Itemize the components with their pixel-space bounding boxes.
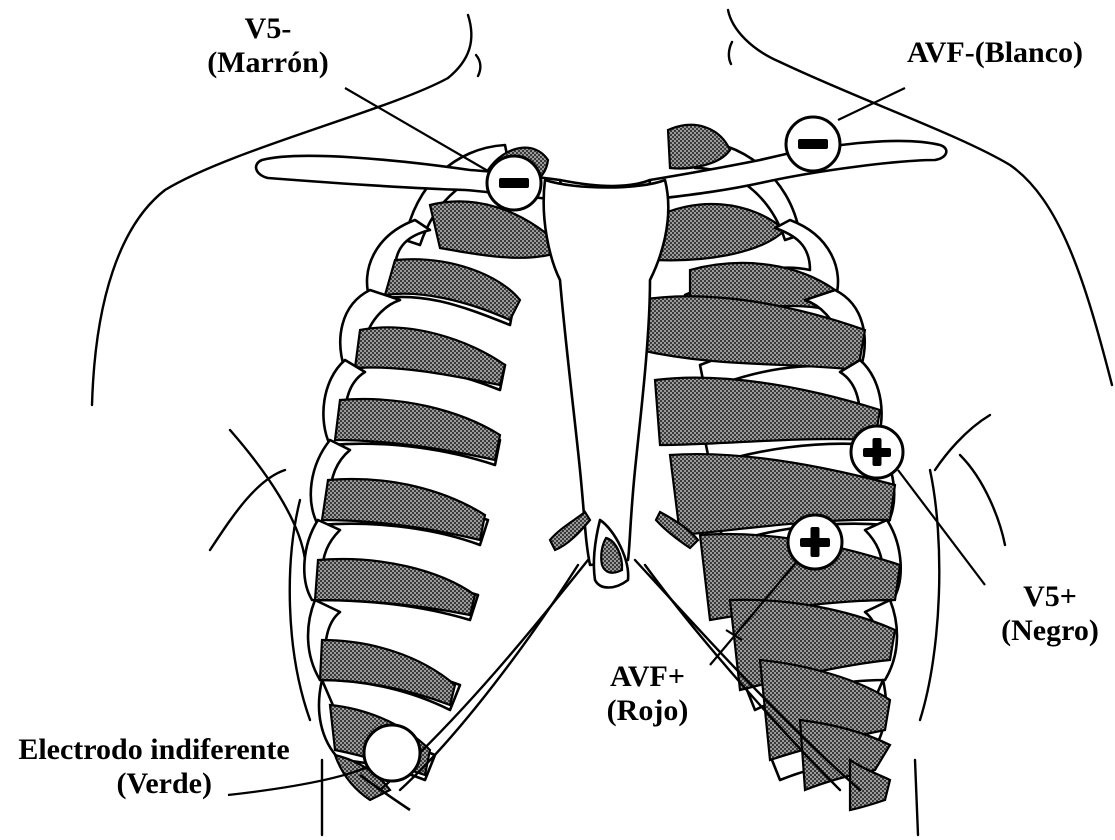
arm-right — [960, 455, 1005, 545]
arm-left — [210, 470, 285, 550]
label-v5-plus: V5+ (Negro) — [985, 580, 1115, 648]
label-v5-minus-color: (Marrón) — [198, 46, 338, 80]
leader-v5-plus — [898, 470, 985, 585]
costal-nub-left — [550, 512, 590, 550]
minus-icon — [499, 178, 529, 188]
label-v5-minus-name: V5- — [198, 12, 338, 46]
flank-right — [920, 470, 939, 720]
neck-left — [448, 15, 471, 78]
label-avf-minus-name: AVF-(Blanco) — [880, 36, 1110, 70]
electrode-indifferent — [364, 725, 420, 781]
electrode-v5-minus — [487, 156, 541, 210]
minus-icon — [798, 139, 828, 149]
label-v5-plus-name: V5+ — [985, 580, 1115, 614]
flank-left — [290, 500, 310, 720]
plus-icon-v — [873, 438, 882, 466]
label-v5-plus-color: (Negro) — [985, 614, 1115, 648]
label-v5-minus: V5- (Marrón) — [198, 12, 338, 80]
left-rib-cage — [304, 145, 565, 810]
electrode-avf-plus — [788, 515, 842, 569]
label-avf-minus: AVF-(Blanco) — [880, 36, 1110, 70]
neck-right-mark — [729, 42, 732, 64]
waist-right — [915, 760, 918, 835]
neck-right — [728, 10, 780, 62]
label-indifferent: Electrodo indiferente (Verde) — [4, 733, 304, 801]
electrode-avf-minus — [786, 117, 840, 171]
label-indifferent-color: (Verde) — [4, 767, 304, 801]
label-indifferent-name: Electrodo indiferente — [4, 733, 304, 767]
label-avf-plus-color: (Rojo) — [585, 694, 710, 728]
neck-left-mark — [476, 55, 480, 76]
plus-icon-v — [811, 527, 820, 557]
electrode-v5-plus — [851, 426, 903, 478]
manubrium — [544, 180, 669, 565]
armpit-right — [935, 415, 990, 470]
label-avf-plus: AVF+ (Rojo) — [585, 660, 710, 728]
label-avf-plus-name: AVF+ — [585, 660, 710, 694]
